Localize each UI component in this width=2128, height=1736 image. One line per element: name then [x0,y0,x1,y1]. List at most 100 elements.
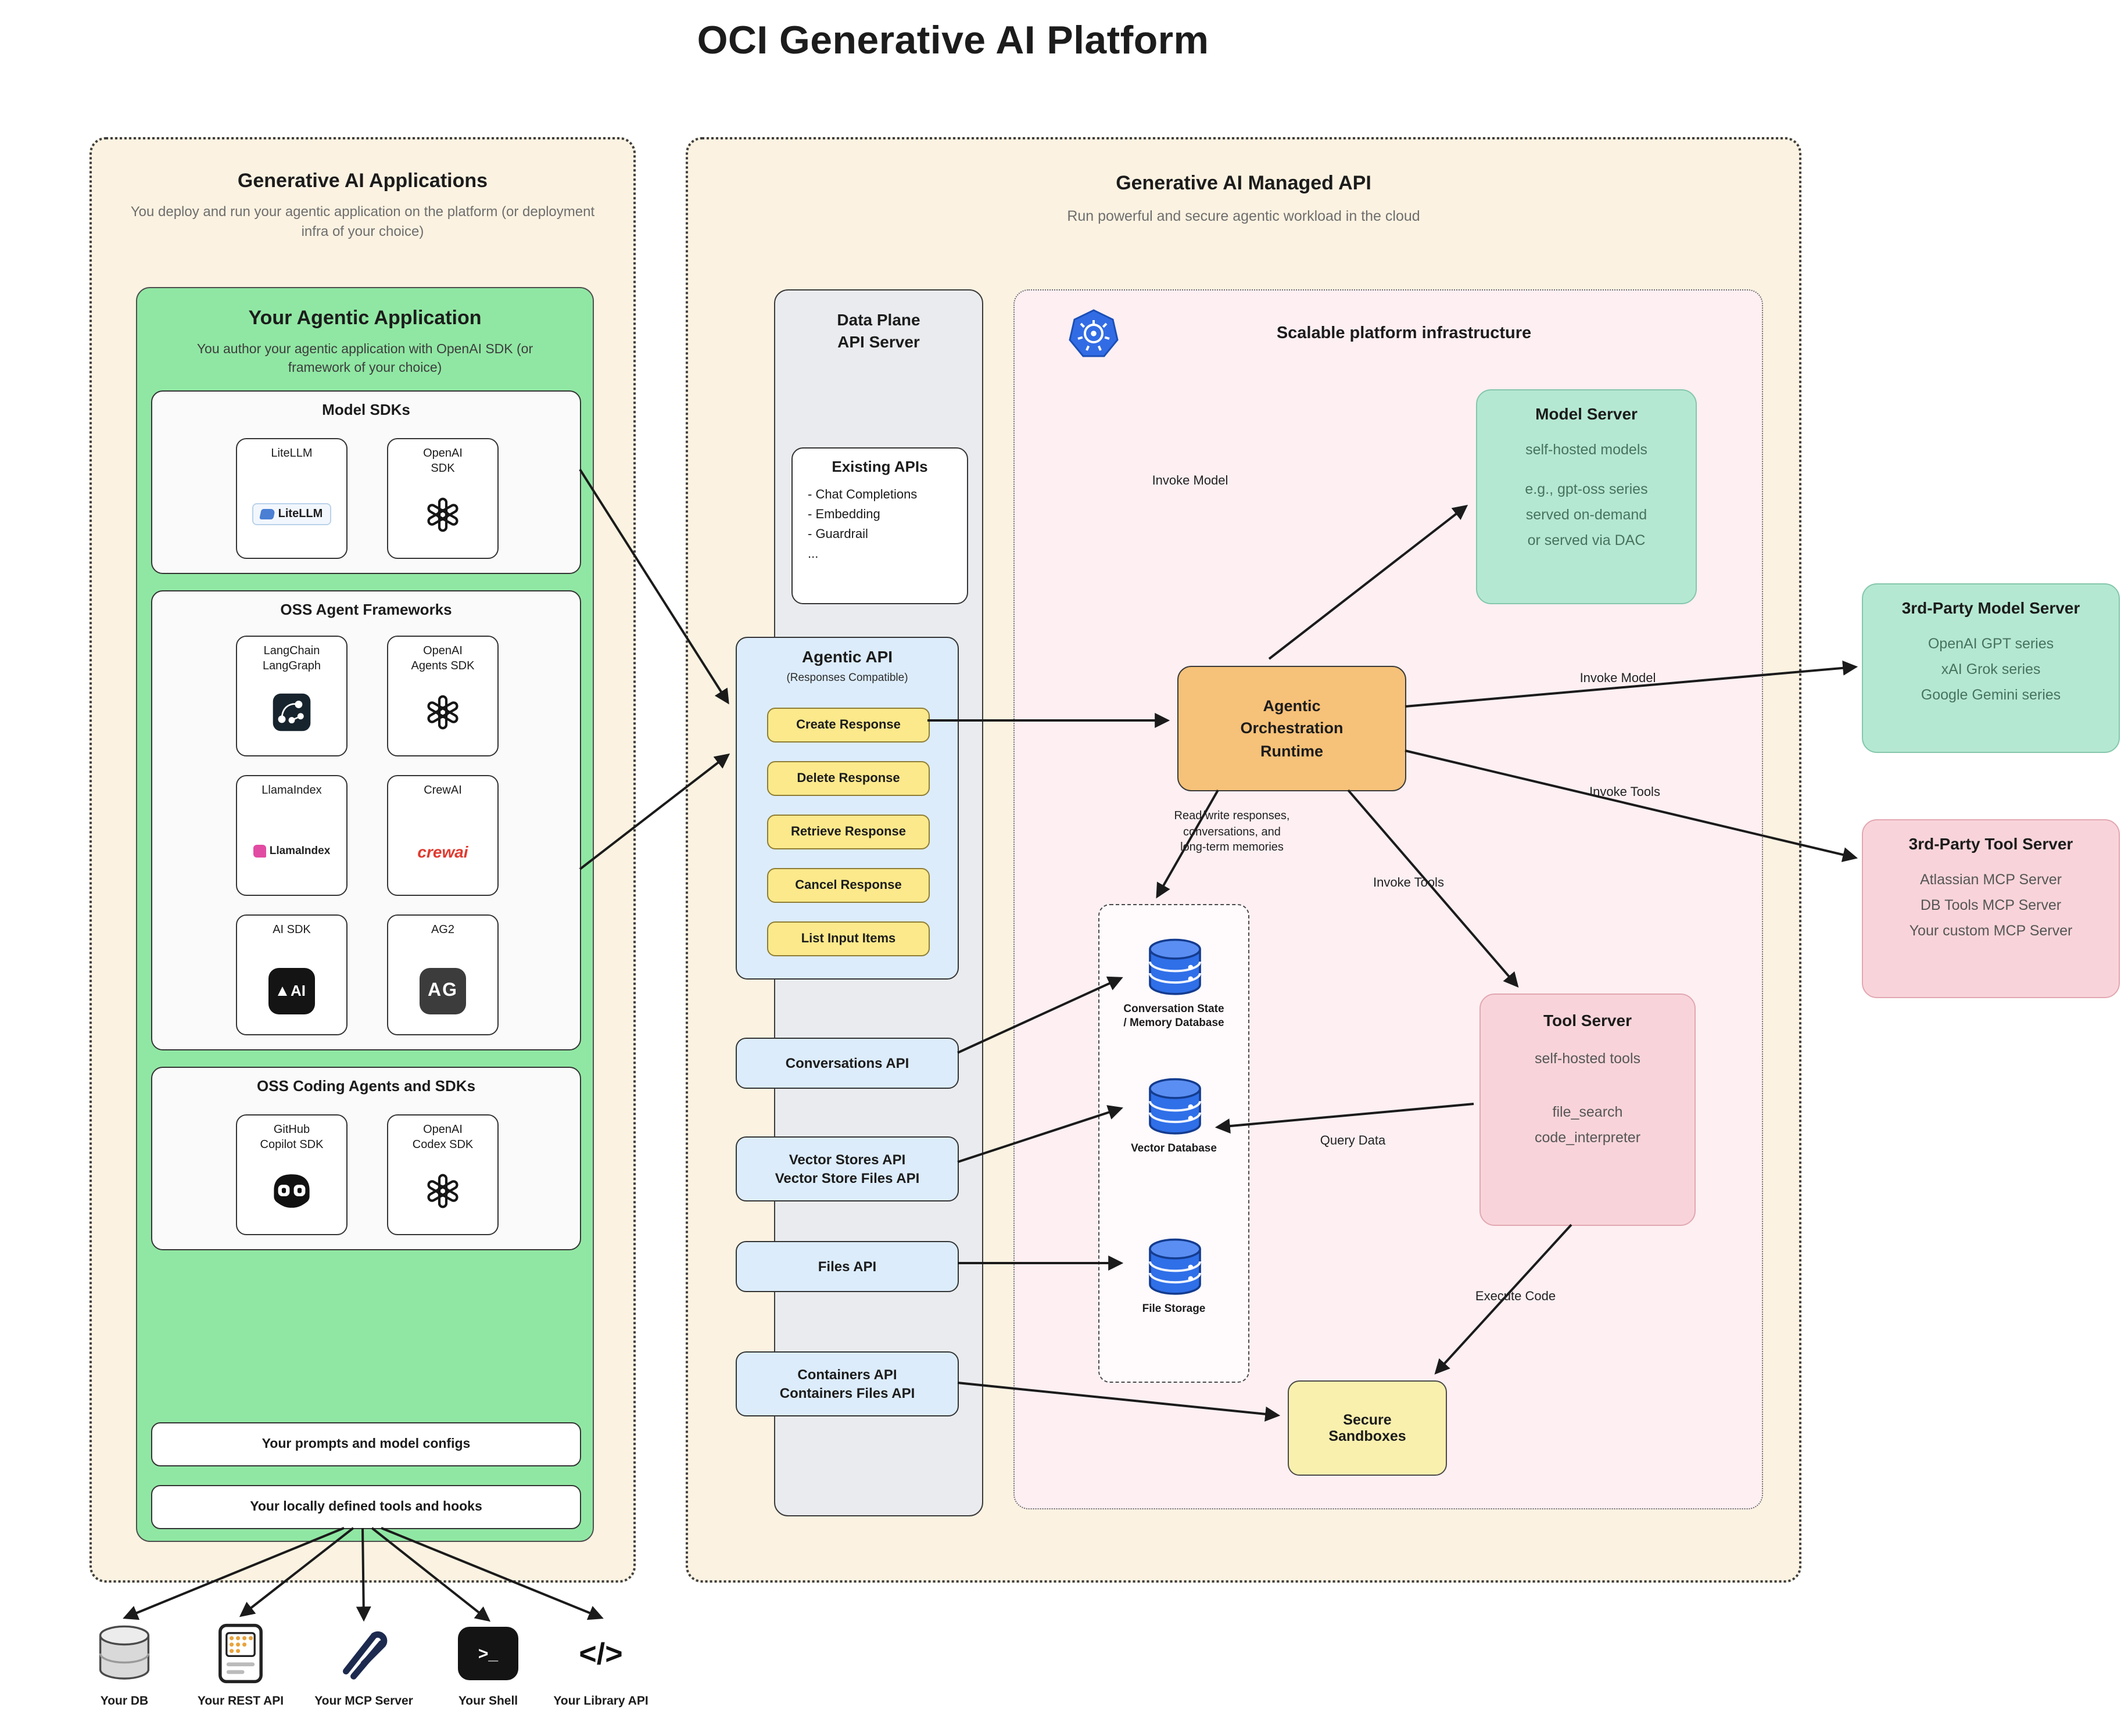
vector-stores-api-pill: Vector Stores API Vector Store Files API [736,1136,959,1201]
copilot-logo-icon [268,1154,315,1234]
tool-server-line: self-hosted tools [1534,1050,1641,1067]
cancel-response-button[interactable]: Cancel Response [767,868,930,903]
file-storage-icon [1139,1238,1211,1298]
ai-sdk-wordmark: AI [291,982,306,999]
code-icon: </> [579,1635,623,1670]
tile-ag2-label: AG2 [431,924,454,937]
applications-title: Generative AI Applications [237,170,488,192]
invoke-tools-label: Invoke Tools [1373,876,1444,890]
ag2-wordmark: AG [428,980,458,1000]
oss-coding-agents-section: OSS Coding Agents and SDKs GitHub Copilo… [151,1067,581,1250]
llamaindex-wordmark: LlamaIndex [269,845,331,858]
containers-api-pill: Containers API Containers Files API [736,1351,959,1416]
retrieve-response-button[interactable]: Retrieve Response [767,815,930,849]
conversations-api-pill: Conversations API [736,1038,959,1089]
model-server-line: self-hosted models [1525,442,1647,458]
tile-ai-sdk: AI SDK AI [236,914,347,1035]
tile-ag2: AG2 AG [387,914,499,1035]
tile-langgraph-label: LangChain LangGraph [262,645,321,672]
crewai-logo-icon: crewai [417,815,468,895]
tile-litellm-label: LiteLLM [271,447,313,460]
tile-codex-label: OpenAI Codex SDK [412,1124,474,1151]
tile-openai-codex-sdk: OpenAI Codex SDK [387,1114,499,1235]
existing-api-item: ... [808,547,819,562]
model-server-line: e.g., gpt-oss series [1525,481,1648,497]
third-party-model-line: OpenAI GPT series [1928,636,2054,652]
list-input-items-button[interactable]: List Input Items [767,921,930,956]
vector-database-label: Vector Database [1131,1142,1217,1155]
third-party-tool-server-title: 3rd-Party Tool Server [1908,834,2073,853]
third-party-model-server-title: 3rd-Party Model Server [1901,598,2080,617]
langgraph-logo-icon [272,675,311,755]
data-plane-title: Data Plane API Server [837,310,920,351]
tile-openai-agents-sdk: OpenAI Agents SDK [387,636,499,756]
tile-copilot-label: GitHub Copilot SDK [260,1124,324,1151]
query-data-label: Query Data [1320,1134,1386,1148]
model-server-box: Model Server self-hosted models e.g., gp… [1476,389,1697,604]
vector-database-icon [1139,1077,1211,1138]
your-agentic-application-box: Your Agentic Application You author your… [136,287,594,1542]
openai-logo-icon [425,478,460,558]
invoke-model-label: Invoke Model [1579,672,1656,686]
litellm-wordmark: LiteLLM [278,508,323,521]
oss-frameworks-title: OSS Agent Frameworks [280,601,452,618]
oss-agent-frameworks-section: OSS Agent Frameworks LangChain LangGraph… [151,590,581,1050]
rest-api-icon [215,1622,266,1685]
agentic-api-subtitle: (Responses Compatible) [786,672,908,684]
execute-code-label: Execute Code [1475,1290,1556,1304]
model-server-line: served on-demand [1525,507,1647,523]
local-resource-label: Your REST API [197,1694,284,1708]
read-write-label: Read/write responses, conversations, and… [1174,810,1290,854]
file-storage-label: File Storage [1142,1303,1206,1315]
existing-apis-box: Existing APIs - Chat Completions - Embed… [791,447,968,604]
infrastructure-title: Scalable platform infrastructure [1276,324,1532,343]
ag2-logo-icon: AG [420,954,466,1034]
local-resource-label: Your DB [100,1694,149,1708]
tile-openai-sdk: OpenAI SDK [387,438,499,559]
page-title: OCI Generative AI Platform [697,19,1209,63]
local-resource-label: Your Shell [458,1694,518,1708]
sandboxes-line: Sandboxes [1328,1428,1406,1444]
tool-server-box: Tool Server self-hosted tools file_searc… [1479,993,1696,1226]
database-icon [92,1624,157,1683]
agentic-orchestration-runtime-box: Agentic Orchestration Runtime [1177,666,1406,791]
ai-sdk-logo-icon: AI [268,954,315,1034]
applications-subtitle: You deploy and run your agentic applicat… [130,203,595,239]
platform-infrastructure-box: Scalable platform infrastructure Model S… [1013,289,1763,1509]
local-tools-hooks-pill: Your locally defined tools and hooks [151,1485,581,1529]
shell-icon: >_ [458,1627,518,1680]
runtime-line: Orchestration [1240,719,1344,737]
files-api-pill: Files API [736,1241,959,1292]
openai-logo-icon [425,675,460,755]
existing-api-item: - Embedding [808,508,880,522]
litellm-logo-icon: LiteLLM [252,478,331,558]
litellm-train-icon [259,509,276,519]
tile-crewai-label: CrewAI [424,784,462,797]
secure-sandboxes-box: Secure Sandboxes [1288,1380,1447,1476]
managed-api-title: Generative AI Managed API [1116,172,1371,194]
existing-apis-list: - Chat Completions - Embedding - Guardra… [808,486,917,565]
delete-response-button[interactable]: Delete Response [767,761,930,796]
model-server-line: or served via DAC [1527,532,1646,548]
generative-ai-managed-api-container: Generative AI Managed API Run powerful a… [686,137,1801,1583]
third-party-tool-line: Atlassian MCP Server [1919,871,2062,888]
tile-github-copilot-sdk: GitHub Copilot SDK [236,1114,347,1235]
mcp-icon [336,1626,392,1681]
third-party-tool-server-box: 3rd-Party Tool Server Atlassian MCP Serv… [1862,819,2120,998]
invoke-tools-label: Invoke Tools [1589,785,1660,799]
existing-api-item: - Guardrail [808,528,868,542]
model-sdks-title: Model SDKs [322,401,410,418]
tool-server-line: code_interpreter [1534,1129,1641,1146]
existing-api-item: - Chat Completions [808,488,918,502]
tile-agents-sdk-label: OpenAI Agents SDK [411,645,475,672]
llamaindex-logo-icon: LlamaIndex [253,815,331,895]
conversation-database-label: Conversation State / Memory Database [1123,1003,1224,1030]
data-plane-api-server: Data Plane API Server Existing APIs - Ch… [736,289,983,1516]
model-server-title: Model Server [1535,404,1638,423]
conversation-database-icon [1139,938,1211,998]
runtime-line: Runtime [1260,742,1323,760]
tool-server-title: Tool Server [1543,1011,1632,1030]
create-response-button[interactable]: Create Response [767,708,930,743]
oss-coding-title: OSS Coding Agents and SDKs [256,1077,476,1095]
